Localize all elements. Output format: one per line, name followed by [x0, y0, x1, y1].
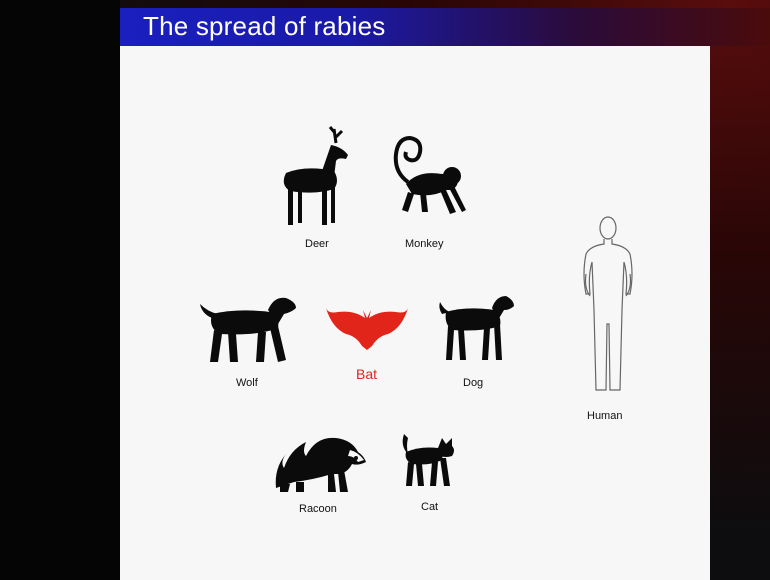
dog-label: Dog — [463, 377, 483, 389]
human-icon — [576, 214, 640, 394]
cat-label: Cat — [421, 501, 438, 513]
bat-icon — [326, 306, 408, 350]
slide-title: The spread of rabies — [143, 11, 385, 42]
monkey-label: Monkey — [405, 238, 444, 250]
cat-icon — [400, 432, 460, 488]
racoon-label: Racoon — [299, 503, 337, 515]
deer-icon — [276, 125, 362, 230]
wolf-label: Wolf — [236, 377, 258, 389]
dog-icon — [436, 294, 516, 364]
left-dark-bar — [0, 0, 120, 580]
monkey-icon — [392, 132, 468, 222]
human-label: Human — [587, 410, 622, 422]
racoon-icon — [272, 428, 370, 494]
bat-label: Bat — [356, 366, 377, 382]
deer-label: Deer — [305, 238, 329, 250]
wolf-icon — [198, 294, 300, 366]
